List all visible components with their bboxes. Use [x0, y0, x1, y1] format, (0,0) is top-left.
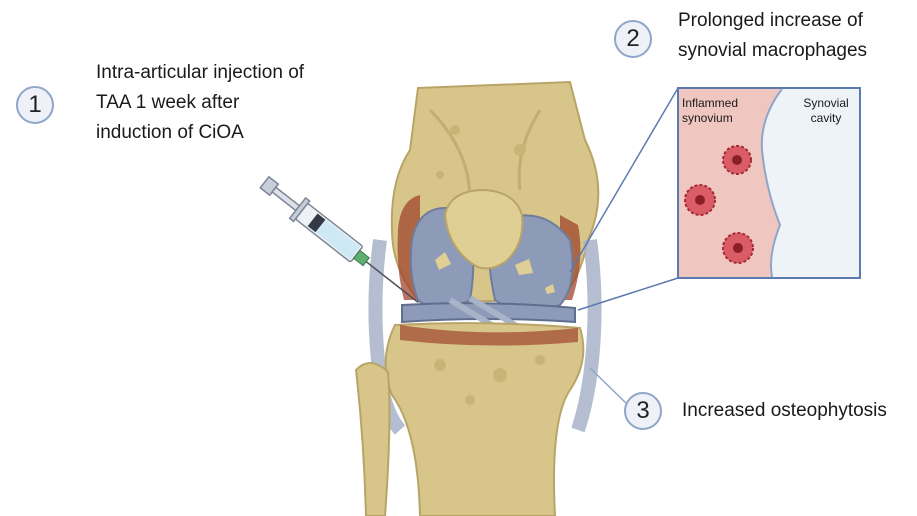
label-line: Synovial	[800, 96, 852, 111]
caption-line: induction of CiOA	[96, 118, 304, 148]
caption-line: Increased osteophytosis	[682, 396, 887, 426]
label-line: cavity	[800, 111, 852, 126]
tibia-bone	[386, 323, 584, 516]
step-1-badge: 1	[16, 86, 54, 124]
fibula-bone	[356, 363, 389, 516]
macrophage-cell	[685, 185, 715, 215]
macrophage-cell	[723, 146, 751, 174]
caption-line: TAA 1 week after	[96, 88, 304, 118]
synovial-cavity-label: Synovial cavity	[800, 96, 852, 126]
step-3-badge: 3	[624, 392, 662, 430]
label-line: Inflammed	[682, 96, 738, 111]
caption-line: Intra-articular injection of	[96, 58, 304, 88]
step-1-caption: Intra-articular injection of TAA 1 week …	[96, 58, 304, 148]
label-line: synovium	[682, 111, 738, 126]
step-3-connector	[590, 368, 628, 405]
step-2-caption: Prolonged increase of synovial macrophag…	[678, 6, 867, 66]
step-3-caption: Increased osteophytosis	[682, 396, 887, 426]
caption-line: synovial macrophages	[678, 36, 867, 66]
macrophage-cell	[723, 233, 753, 263]
caption-line: Prolonged increase of	[678, 6, 867, 36]
inflamed-synovium-label: Inflammed synovium	[682, 96, 738, 126]
step-2-badge: 2	[614, 20, 652, 58]
